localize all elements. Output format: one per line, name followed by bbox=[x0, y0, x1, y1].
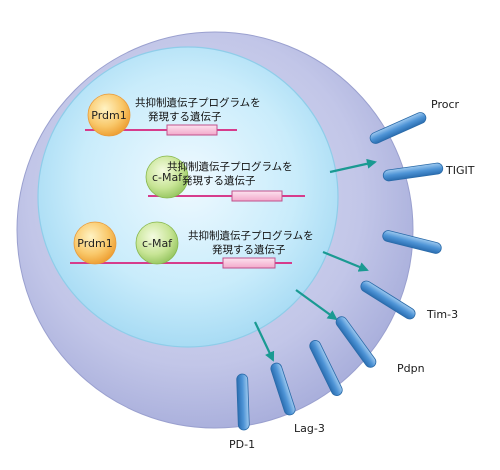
arrow-to-tigit bbox=[329, 158, 377, 174]
receptor-pdpn bbox=[335, 316, 377, 368]
receptor-tigit bbox=[382, 162, 444, 182]
cmaf-label: c-Maf bbox=[142, 237, 173, 250]
gene-caption-line1: 共抑制遺伝子プログラムを bbox=[135, 96, 261, 109]
cmaf-factor bbox=[145, 155, 189, 199]
gene-row-3: Prdm1 c-Maf 共抑制遺伝子プログラムを 発現する遺伝子 bbox=[70, 221, 314, 269]
tim3-label: Tim-3 bbox=[426, 308, 458, 321]
gene-caption-line1: 共抑制遺伝子プログラムを bbox=[167, 160, 293, 173]
prdm1-label: Prdm1 bbox=[77, 237, 112, 250]
arrow-to-pdpn bbox=[295, 289, 338, 321]
receptor-lower bbox=[309, 340, 343, 396]
gene-row-2: c-Maf 共抑制遺伝子プログラムを 発現する遺伝子 bbox=[145, 155, 305, 202]
lag3-label: Lag-3 bbox=[294, 422, 325, 435]
procr-label: Procr bbox=[431, 98, 459, 111]
receptors bbox=[236, 112, 444, 431]
cmaf-factor bbox=[135, 221, 179, 265]
export-arrows bbox=[254, 158, 377, 362]
prdm1-factor bbox=[87, 93, 131, 137]
gene-row-1: Prdm1 共抑制遺伝子プログラムを 発現する遺伝子 bbox=[85, 93, 261, 137]
receptor-upper-right bbox=[382, 230, 442, 254]
gene-caption-line1: 共抑制遺伝子プログラムを bbox=[188, 229, 314, 242]
receptor-pd1 bbox=[236, 373, 250, 431]
gene-caption-line2: 発現する遺伝子 bbox=[182, 174, 256, 187]
arrow-to-lag3 bbox=[254, 321, 275, 362]
receptor-tim3 bbox=[360, 280, 416, 320]
tigit-label: TIGIT bbox=[445, 164, 475, 177]
gene-box bbox=[231, 190, 283, 202]
gene-caption-line2: 発現する遺伝子 bbox=[212, 243, 286, 256]
gene-box bbox=[222, 257, 276, 269]
prdm1-label: Prdm1 bbox=[91, 109, 126, 122]
arrow-to-tim3 bbox=[322, 250, 369, 272]
receptor-lag3 bbox=[270, 362, 296, 416]
receptor-procr bbox=[369, 112, 427, 144]
gene-box bbox=[166, 124, 218, 136]
pdpn-label: Pdpn bbox=[397, 362, 425, 375]
pd1-label: PD-1 bbox=[229, 438, 255, 451]
gene-caption-line2: 発現する遺伝子 bbox=[148, 110, 222, 123]
cmaf-label: c-Maf bbox=[152, 171, 183, 184]
prdm1-factor bbox=[73, 221, 117, 265]
